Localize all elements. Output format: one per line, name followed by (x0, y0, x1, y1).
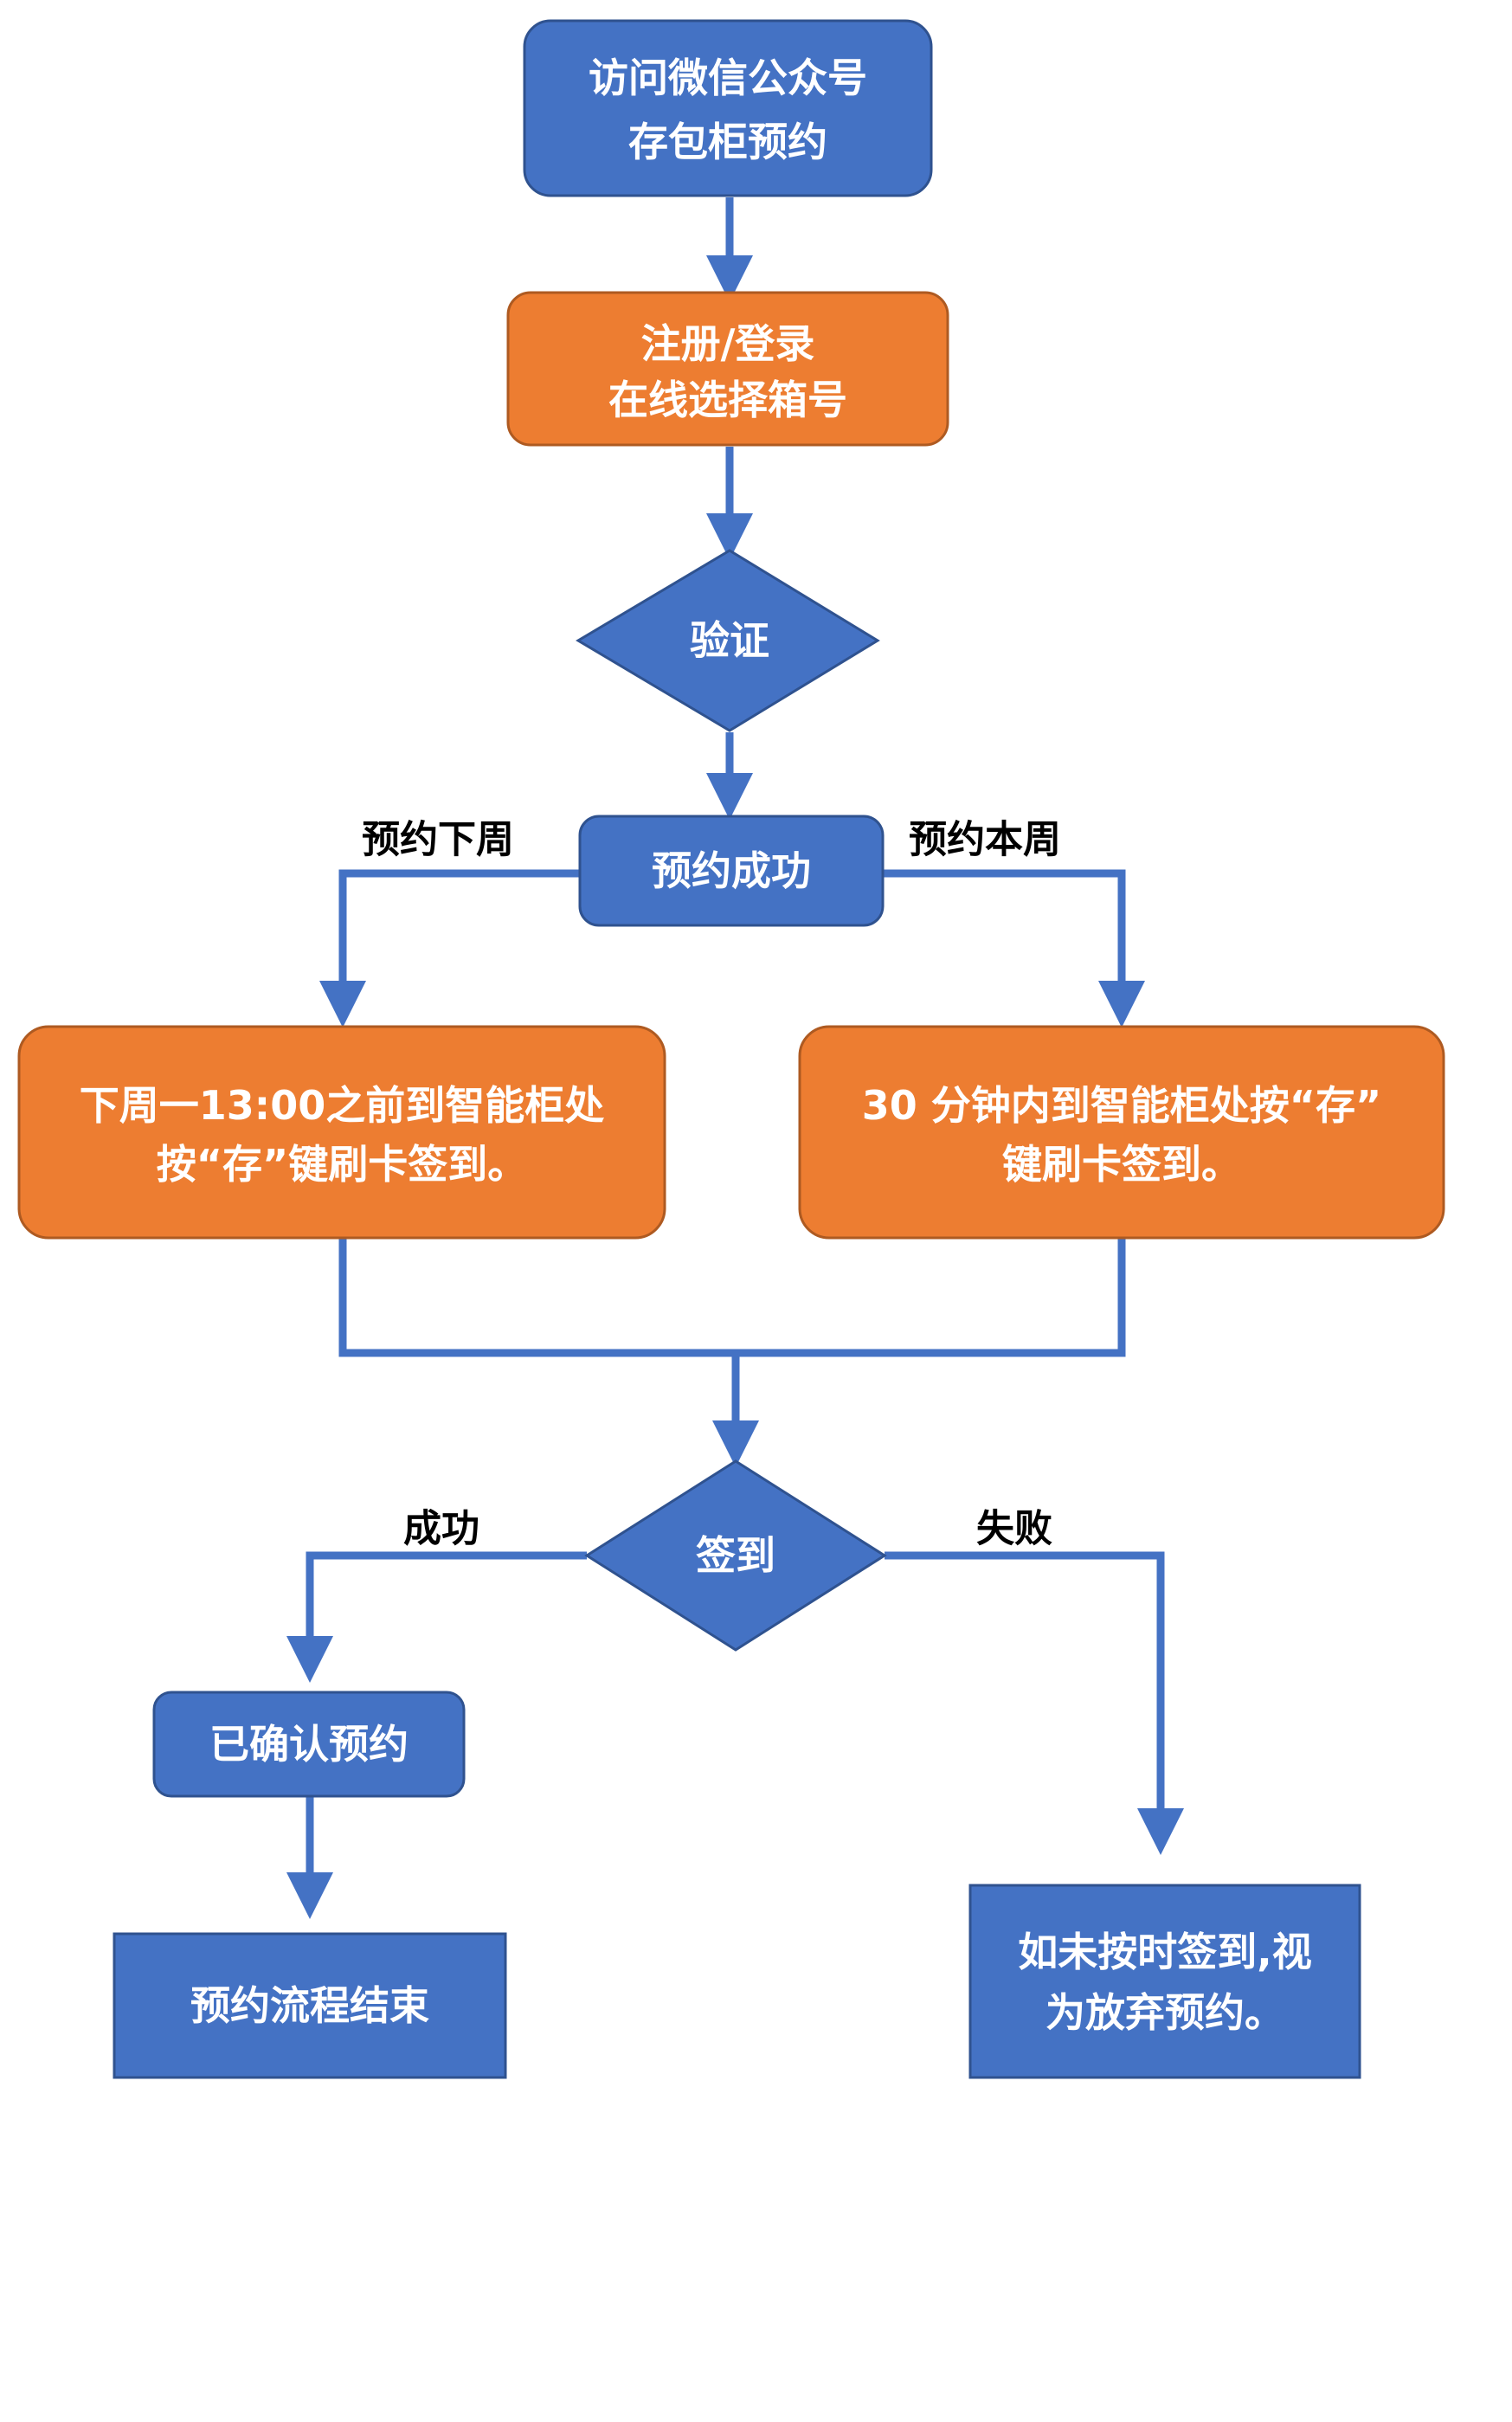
node-abandon-line2: 为放弃预约。 (1046, 1989, 1284, 2036)
node-checkin-label: 签到 (696, 1532, 775, 1579)
node-wechat-visit-line1: 访问微信公众号 (589, 55, 867, 101)
node-next-week-line2: 按“存”键刷卡签到。 (157, 1141, 527, 1188)
node-flow-end-label: 预约流程结束 (190, 1982, 429, 2029)
edge-merge (338, 1238, 1126, 1357)
node-confirmed: 已确认预约 (152, 1691, 466, 1798)
node-wechat-visit: 访问微信公众号 存包柜预约 (523, 19, 933, 197)
node-reserve-success: 预约成功 (578, 815, 885, 927)
node-register-line1: 注册/登录 (641, 320, 815, 367)
node-flow-end: 预约流程结束 (113, 1932, 507, 2079)
edge-label-next-week: 预约下周 (362, 818, 514, 862)
connectors (286, 197, 1184, 1919)
node-next-week: 下周一13:00之前到智能柜处 按“存”键刷卡签到。 (17, 1025, 666, 1240)
edge-success-to-next-week (319, 869, 580, 1027)
node-this-week-line1: 30 分钟内到智能柜处按“存” (862, 1082, 1382, 1129)
node-reserve-success-label: 预约成功 (652, 847, 811, 894)
node-verify: 验证 (576, 549, 880, 732)
node-abandon-line1: 如未按时签到,视 (1018, 1929, 1311, 1975)
node-register: 注册/登录 在线选择箱号 (506, 291, 949, 447)
node-this-week-line2: 键刷卡签到。 (1002, 1141, 1241, 1188)
node-register-line2: 在线选择箱号 (608, 377, 847, 423)
edge-success-to-this-week (883, 869, 1145, 1027)
edge-label-this-week: 预约本周 (909, 818, 1061, 862)
node-wechat-visit-line2: 存包柜预约 (628, 119, 827, 165)
node-next-week-line1: 下周一13:00之前到智能柜处 (80, 1082, 604, 1129)
node-abandon: 如未按时签到,视 为放弃预约。 (968, 1884, 1361, 2079)
edge-label-success: 成功 (403, 1507, 479, 1551)
edge-checkin-to-confirmed (286, 1551, 587, 1683)
edge-label-fail: 失败 (976, 1507, 1052, 1551)
node-this-week: 30 分钟内到智能柜处按“存” 键刷卡签到。 (798, 1025, 1445, 1240)
node-checkin: 签到 (584, 1459, 887, 1652)
node-confirmed-label: 已确认预约 (209, 1721, 409, 1768)
node-verify-label: 验证 (690, 617, 769, 664)
edge-checkin-to-abandon (885, 1551, 1184, 1855)
